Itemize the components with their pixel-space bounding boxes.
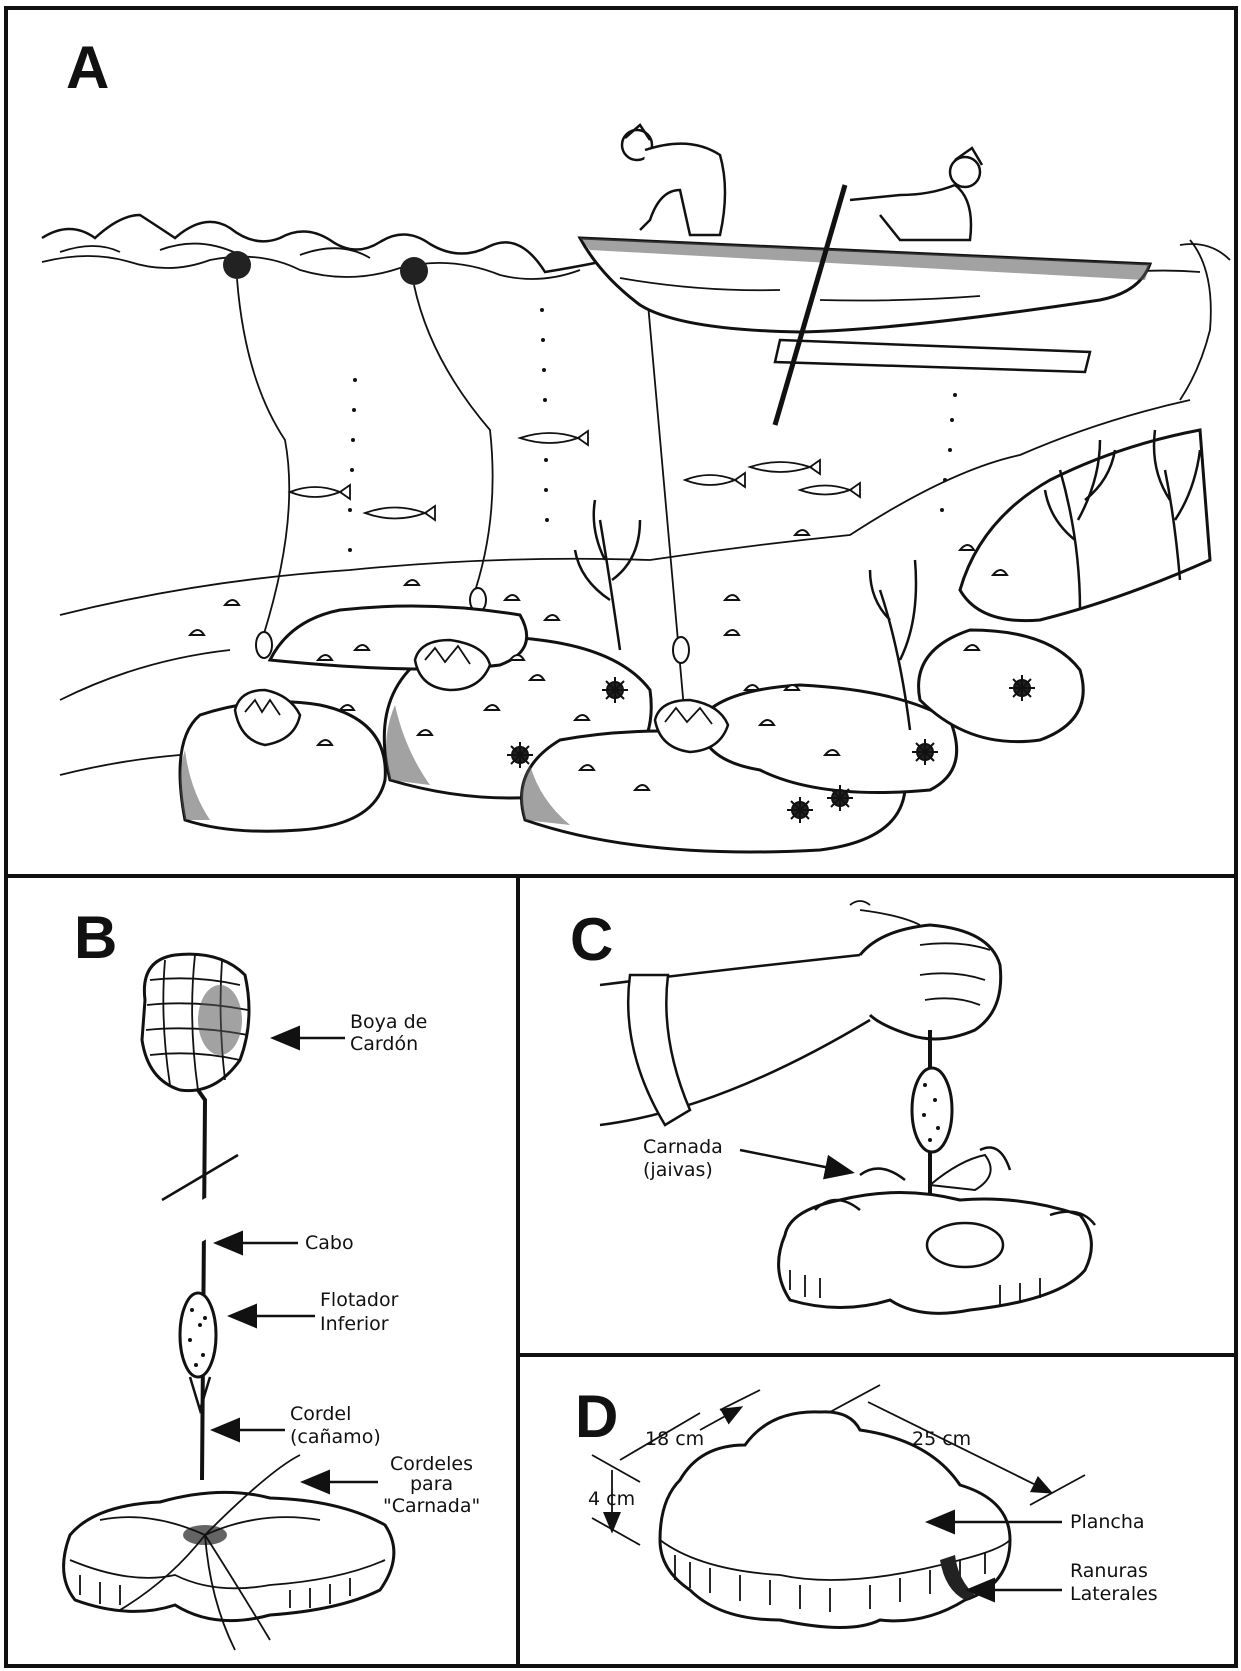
svg-text:Cordeles: Cordeles [390,1453,473,1475]
svg-text:Inferior: Inferior [320,1313,389,1335]
trap-line [237,279,289,640]
panel-c-letter: C [570,906,613,973]
lower-float-icon [180,1293,216,1410]
svg-text:Cordel: Cordel [290,1403,351,1425]
panel-d: D 18 cm 25 cm 4 cm Plancha [575,1383,1158,1628]
label-buoy: Boya de Cardón [275,1011,427,1055]
label-rope: Cabo [218,1232,354,1254]
surface-buoy-icon [223,251,251,279]
svg-text:Carnada: Carnada [643,1136,723,1158]
label-bait: Carnada (jaivas) [643,1136,850,1181]
svg-text:Cardón: Cardón [350,1033,418,1055]
svg-text:4 cm: 4 cm [588,1488,635,1510]
svg-text:Plancha: Plancha [1070,1511,1145,1533]
float-icon [256,632,272,658]
fisherman-icon [850,148,982,240]
sea-surface [42,215,600,272]
svg-text:25 cm: 25 cm [912,1428,971,1450]
svg-text:(jaivas): (jaivas) [643,1159,713,1181]
panel-b: B Boya de Cardón [64,904,481,1650]
svg-text:"Carnada": "Carnada" [383,1495,480,1517]
cardon-buoy-icon [142,954,249,1090]
label-cord: Cordel (cañamo) [215,1403,381,1448]
panel-b-letter: B [74,904,117,971]
surface-buoy-icon [400,257,428,285]
svg-text:18 cm: 18 cm [645,1428,704,1450]
svg-text:Ranuras: Ranuras [1070,1560,1148,1582]
fish-icon [290,431,860,520]
panel-c: C Carnada (jaivas) [570,901,1095,1313]
plate-icon [64,1455,394,1650]
svg-text:Boya de: Boya de [350,1011,427,1033]
label-lower-float: Flotador Inferior [232,1289,399,1335]
svg-text:Flotador: Flotador [320,1289,399,1311]
panel-d-letter: D [575,1383,618,1450]
rope [198,1090,205,1480]
crab-icon [779,1148,1095,1314]
fisherman-icon [622,125,725,235]
float-icon [912,1068,952,1152]
svg-text:(cañamo): (cañamo) [290,1426,381,1448]
svg-text:Laterales: Laterales [1070,1583,1158,1605]
float-icon [673,637,689,663]
boat-icon [580,238,1150,372]
dimension-height: 4 cm [588,1455,640,1545]
svg-text:para: para [410,1473,453,1495]
panel-a: A [42,34,1230,852]
svg-text:Cabo: Cabo [305,1232,354,1254]
panel-a-letter: A [66,34,109,101]
